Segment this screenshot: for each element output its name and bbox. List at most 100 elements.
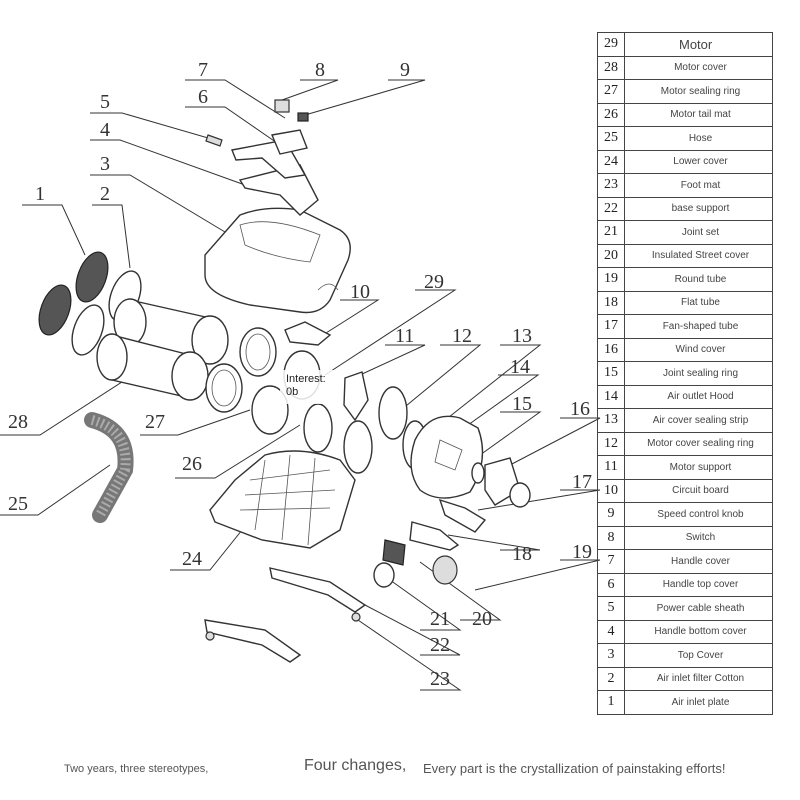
part-name: Air cover sealing strip (624, 408, 773, 433)
motor-cover-part (96, 298, 229, 401)
part-number: 11 (597, 455, 625, 480)
part-number: 15 (597, 361, 625, 386)
callout-6: 6 (198, 86, 208, 108)
part-number: 19 (597, 267, 625, 292)
callout-27: 27 (145, 411, 165, 433)
part-name: Top Cover (624, 643, 773, 668)
air-outlet-hood-part (410, 415, 484, 499)
callout-18: 18 (512, 543, 532, 565)
sealing-ring-part (343, 386, 408, 474)
part-number: 24 (597, 149, 625, 174)
callout-26: 26 (182, 453, 202, 475)
callout-13: 13 (512, 325, 532, 347)
wind-cover-part (484, 457, 531, 508)
part-name: Switch (624, 525, 773, 550)
part-number: 13 (597, 408, 625, 433)
part-name: Handle cover (624, 549, 773, 574)
callout-23: 23 (430, 668, 450, 690)
callout-29: 29 (424, 271, 444, 293)
callout-14: 14 (510, 356, 530, 378)
part-number: 12 (597, 431, 625, 456)
callout-15: 15 (512, 393, 532, 415)
callout-25: 25 (8, 493, 28, 515)
part-number: 2 (597, 666, 625, 691)
callout-11: 11 (395, 325, 414, 347)
callout-4: 4 (100, 119, 110, 141)
part-number: 3 (597, 643, 625, 668)
part-number: 18 (597, 290, 625, 315)
part-number: 23 (597, 173, 625, 198)
part-number: 26 (597, 102, 625, 127)
nozzle-parts (373, 498, 487, 588)
part-number: 8 (597, 525, 625, 550)
callout-3: 3 (100, 153, 110, 175)
part-name: Motor (624, 32, 773, 57)
part-name: Wind cover (624, 337, 773, 362)
part-name: Insulated Street cover (624, 243, 773, 268)
footer-text-1: Two years, three stereotypes, (64, 763, 209, 775)
callout-16: 16 (570, 398, 590, 420)
part-number: 10 (597, 478, 625, 503)
callout-28: 28 (8, 411, 28, 433)
part-name: Hose (624, 126, 773, 151)
callout-8: 8 (315, 59, 325, 81)
part-number: 28 (597, 55, 625, 80)
part-number: 17 (597, 314, 625, 339)
interest-overlay: Interest: 0b (280, 370, 336, 404)
lower-cover-part (209, 450, 356, 549)
hose-part (84, 412, 134, 523)
part-number: 7 (597, 549, 625, 574)
part-number: 14 (597, 384, 625, 409)
handle-assembly-part (205, 99, 319, 216)
part-name: Fan-shaped tube (624, 314, 773, 339)
leader-lines (0, 79, 601, 691)
top-cover-part (204, 207, 351, 314)
callout-19: 19 (572, 541, 592, 563)
part-name: Motor sealing ring (624, 79, 773, 104)
part-name: Motor tail mat (624, 102, 773, 127)
part-name: Lower cover (624, 149, 773, 174)
circuit-board-part (284, 321, 332, 346)
part-name: Motor cover sealing ring (624, 431, 773, 456)
part-number: 1 (597, 690, 625, 715)
air-inlet-plate-part (38, 251, 109, 336)
callout-22: 22 (430, 634, 450, 656)
part-number: 21 (597, 220, 625, 245)
callout-17: 17 (572, 471, 592, 493)
part-name: Motor cover (624, 55, 773, 80)
part-name: Circuit board (624, 478, 773, 503)
part-number: 16 (597, 337, 625, 362)
motor-sealing-ring-part (205, 327, 289, 435)
part-number: 22 (597, 196, 625, 221)
part-name: base support (624, 196, 773, 221)
callout-numbers: 1 2 3 4 5 6 7 8 9 10 11 12 13 14 15 16 1… (8, 59, 592, 690)
callout-5: 5 (100, 91, 110, 113)
part-name: Foot mat (624, 173, 773, 198)
part-name: Air outlet Hood (624, 384, 773, 409)
callout-10: 10 (350, 281, 370, 303)
part-name: Handle top cover (624, 572, 773, 597)
callout-24: 24 (182, 548, 202, 570)
footer-text-3: Every part is the crystallization of pai… (423, 761, 726, 776)
interest-label: Interest: (286, 373, 326, 385)
